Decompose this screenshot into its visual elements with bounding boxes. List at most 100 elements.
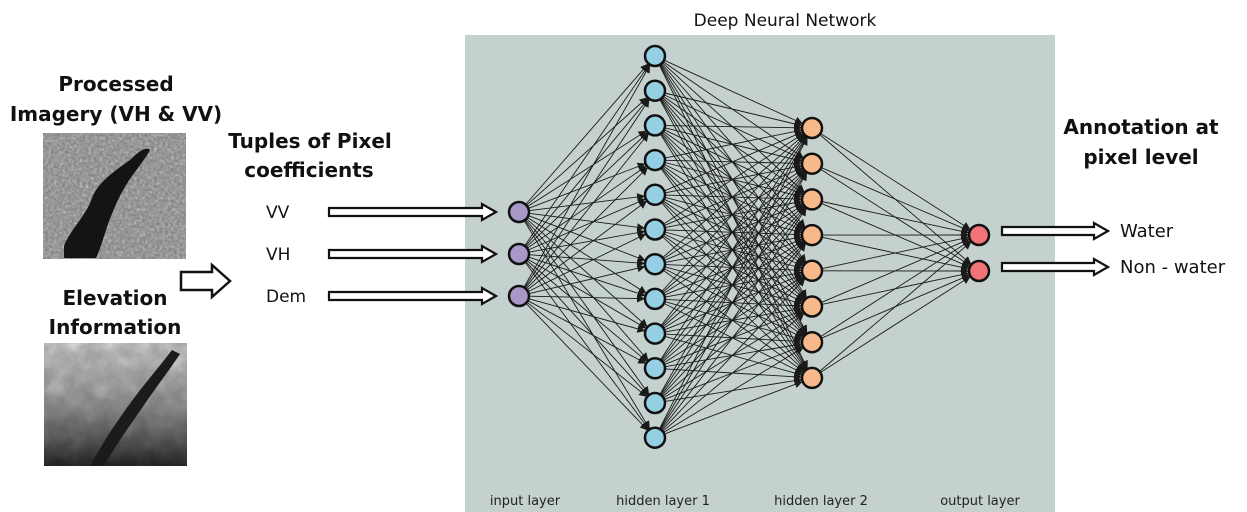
annotation-title-line1: Annotation at: [1063, 115, 1219, 139]
hidden2-node: [800, 259, 824, 283]
connection-edge: [525, 219, 649, 361]
connection-edge: [528, 298, 646, 333]
connection-edge: [528, 256, 646, 298]
hidden2-node: [800, 223, 824, 247]
hidden2-node: [800, 152, 824, 175]
connection-edge: [526, 165, 647, 249]
input-arrow: [327, 244, 499, 264]
connection-edge: [664, 92, 803, 128]
connection-edge: [528, 162, 646, 209]
connection-edge: [525, 302, 649, 431]
hidden2-node: [800, 330, 824, 354]
connection-edge: [527, 217, 647, 294]
connection-edge: [659, 136, 807, 395]
connection-edge: [659, 172, 807, 430]
images-to-tuples-arrow: [179, 262, 232, 300]
connection-edge: [528, 193, 646, 212]
input-label-vh: VH: [266, 245, 290, 265]
connection-edge: [527, 130, 647, 207]
hidden1-node: [643, 391, 667, 415]
connection-edge: [523, 64, 651, 288]
connection-edge: [523, 220, 650, 430]
input-node: [507, 284, 531, 308]
sar-imagery-thumbnail: [43, 133, 186, 259]
input-arrow: [327, 202, 499, 222]
connection-edge: [661, 278, 806, 431]
connection-edge: [526, 97, 648, 206]
output-node: [967, 223, 991, 247]
connection-edge: [526, 218, 648, 327]
connection-edge: [527, 233, 646, 293]
layer-label-1: hidden layer 1: [616, 494, 710, 509]
connection-edge: [528, 254, 645, 267]
connection-edge: [664, 380, 803, 435]
connection-edge: [660, 207, 807, 430]
connection-edge: [660, 136, 807, 361]
input-node: [507, 200, 531, 224]
annotation-title-line2: pixel level: [1083, 145, 1198, 169]
elevation-thumbnail: [44, 343, 187, 466]
connection-edge: [527, 300, 647, 364]
connection-edge: [525, 261, 649, 396]
hidden2-node: [800, 116, 824, 140]
connection-edge: [528, 294, 645, 303]
connection-edge: [528, 215, 646, 262]
input-node: [507, 242, 531, 266]
output-arrow: [1000, 221, 1111, 241]
connection-edge: [525, 132, 648, 248]
connection-edge: [524, 64, 650, 247]
connection-edge: [820, 240, 971, 338]
connection-edge: [663, 133, 804, 225]
connection-edge: [528, 264, 646, 295]
input-label-vv: VV: [266, 203, 290, 223]
connection-edge: [527, 258, 647, 329]
connection-edge: [524, 99, 650, 288]
hidden1-node: [643, 252, 667, 276]
hidden1-node: [643, 218, 667, 241]
connection-edge: [820, 133, 971, 230]
hidden1-node: [643, 357, 667, 380]
connection-edge: [660, 135, 806, 326]
imagery-title-line2: Imagery (VH & VV): [10, 102, 222, 126]
hidden1-node: [643, 426, 667, 449]
connection-edge: [661, 135, 806, 292]
connection-edge: [664, 131, 803, 192]
input-arrow: [327, 286, 499, 306]
connection-edge: [660, 243, 806, 431]
output-label-1: Non - water: [1120, 257, 1226, 278]
connection-edge: [526, 260, 648, 362]
hidden1-node: [643, 114, 667, 137]
tuples-title-line1: Tuples of Pixel: [228, 129, 392, 153]
hidden1-node: [643, 79, 667, 102]
connection-edge: [663, 59, 803, 125]
connection-edge: [526, 200, 648, 291]
hidden1-node: [643, 322, 667, 345]
connection-edge: [528, 228, 646, 253]
elevation-title-line1: Elevation: [62, 286, 167, 310]
connection-edge: [821, 201, 970, 236]
output-node: [967, 259, 991, 283]
connection-edge: [525, 63, 649, 205]
connection-edge: [524, 133, 649, 289]
connection-edge: [525, 167, 648, 290]
connection-edge: [820, 276, 971, 373]
hidden1-node: [643, 183, 667, 207]
tuples-title-line2: coefficients: [244, 158, 373, 182]
hidden2-node: [800, 366, 824, 390]
connection-edge: [526, 301, 648, 397]
hidden1-node: [643, 44, 667, 68]
elevation-title-line2: Information: [49, 315, 182, 339]
hidden1-node: [643, 287, 667, 311]
layer-label-2: hidden layer 2: [774, 494, 868, 509]
connection-edge: [662, 312, 805, 432]
output-label-0: Water: [1120, 221, 1174, 242]
connection-edge: [821, 234, 970, 270]
network-title: Deep Neural Network: [694, 11, 877, 31]
connection-edge: [821, 238, 970, 304]
hidden2-node: [800, 295, 824, 318]
connection-edge: [821, 167, 970, 232]
output-arrow: [1000, 257, 1111, 277]
imagery-title-line1: Processed: [58, 72, 173, 96]
connection-edge: [664, 123, 802, 132]
